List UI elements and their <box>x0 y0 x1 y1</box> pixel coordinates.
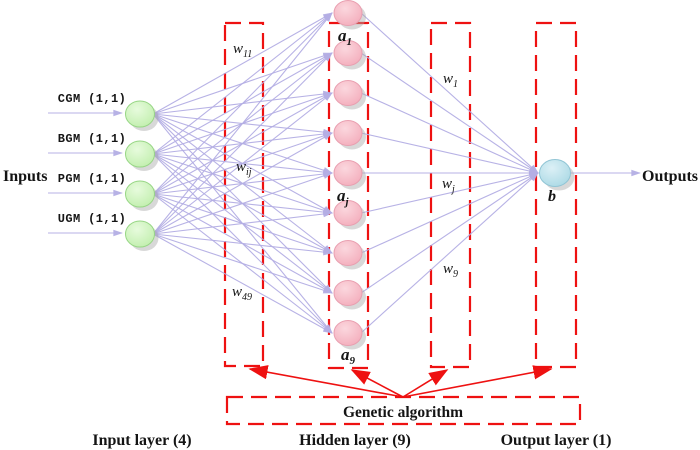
caption-output-layer: Output layer (1) <box>501 432 612 449</box>
connection-input-hidden <box>152 233 333 256</box>
connection-hidden-output <box>360 52 539 174</box>
connection-hidden-output <box>360 172 539 254</box>
ga-arrow-to-output <box>402 365 553 398</box>
input-node <box>125 220 155 248</box>
output-node-label-b: b <box>548 188 556 205</box>
connection-input-hidden <box>152 12 333 155</box>
connection-input-hidden <box>152 132 333 235</box>
hidden-node <box>333 120 363 146</box>
weight-label-wj: wj <box>442 176 455 195</box>
hidden-node-label-aj: aj <box>337 186 350 208</box>
weights-box-input-hidden <box>223 21 265 368</box>
connection-hidden-output <box>360 12 539 174</box>
connection-input-hidden <box>152 92 333 235</box>
connection-hidden-output <box>360 171 539 214</box>
connection-input-hidden <box>152 12 333 115</box>
caption-hidden-layer: Hidden layer (9) <box>299 432 411 449</box>
connection-hidden-output <box>360 92 539 174</box>
weight-label-w11: w11 <box>233 41 252 60</box>
connection-input-hidden <box>152 12 333 195</box>
genetic-algorithm-label: Genetic algorithm <box>343 404 463 421</box>
connection-input-hidden <box>152 52 333 235</box>
input-signal-label-3: PGM (1,1) <box>58 172 126 186</box>
ga-arrow-to-weights2 <box>402 369 449 398</box>
connection-hidden-output <box>360 172 539 334</box>
ga-arrow-to-hidden <box>350 369 404 398</box>
input-node <box>125 140 155 168</box>
outputs-label: Outputs <box>642 168 698 185</box>
connection-input-hidden <box>152 233 333 334</box>
input-signal-label-1: CGM (1,1) <box>58 92 126 106</box>
connection-hidden-output <box>360 172 539 294</box>
caption-input-layer: Input layer (4) <box>92 432 191 449</box>
input-signal-label-2: BGM (1,1) <box>58 132 126 146</box>
connection-input-hidden <box>152 12 333 235</box>
output-node <box>539 159 571 187</box>
output-layer-box <box>534 21 578 369</box>
weight-label-w9: w9 <box>443 261 458 280</box>
connection-hidden-output <box>360 132 539 175</box>
connection-input-hidden <box>152 210 333 235</box>
input-signal-label-4: UGM (1,1) <box>58 212 126 226</box>
connection-input-hidden <box>152 172 333 235</box>
weight-label-w1: w1 <box>443 71 458 90</box>
hidden-node <box>333 160 363 186</box>
hidden-node <box>333 40 363 66</box>
weight-label-w49: w49 <box>232 284 252 303</box>
hidden-node-label-a9: a9 <box>341 345 356 367</box>
input-node <box>125 180 155 208</box>
input-node <box>125 100 155 128</box>
connection-input-hidden <box>152 233 333 294</box>
hidden-node <box>333 80 363 106</box>
hidden-node <box>333 240 363 266</box>
weight-label-wij: wij <box>236 159 252 178</box>
hidden-node <box>333 280 363 306</box>
ga-arrow-to-weights1 <box>248 365 404 398</box>
hidden-node-label-a1: a1 <box>338 26 352 48</box>
inputs-label: Inputs <box>3 168 47 185</box>
hidden-node <box>333 320 363 346</box>
hidden-node <box>333 0 363 26</box>
hidden-node <box>333 200 363 226</box>
